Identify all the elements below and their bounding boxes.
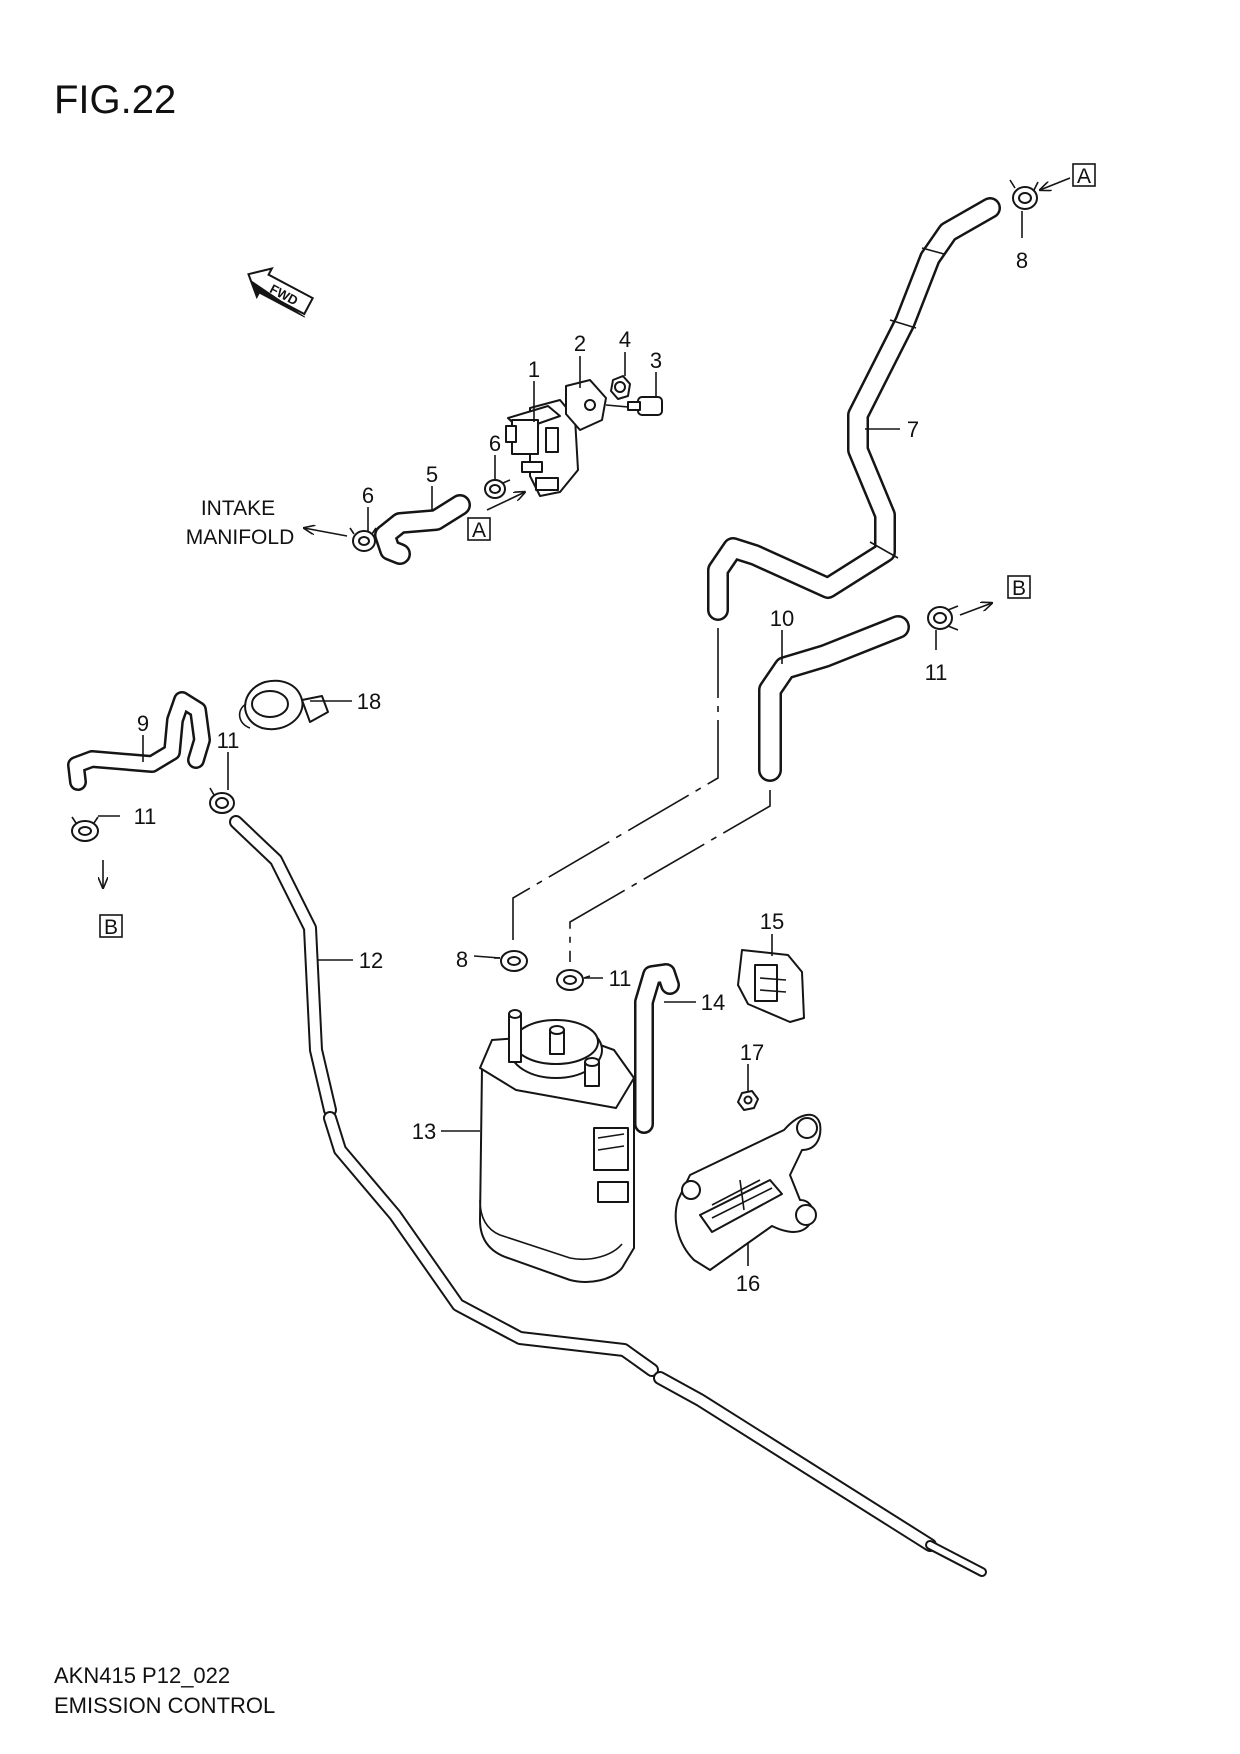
callout-11-canister: 11 (609, 966, 632, 991)
callout-3: 3 (650, 348, 662, 373)
callout-12: 12 (359, 948, 383, 973)
clamp-6-lower (349, 527, 377, 552)
hose-10 (758, 615, 910, 782)
figure-name: EMISSION CONTROL (54, 1693, 275, 1718)
callout-16: 16 (736, 1271, 760, 1296)
callout-2: 2 (574, 331, 586, 356)
connection-line-10 (569, 790, 771, 962)
connection-line-7 (512, 628, 719, 940)
callout-10: 10 (770, 606, 794, 631)
callout-6-upper: 6 (489, 431, 501, 456)
leader-lines (98, 211, 1023, 1266)
callout-14: 14 (701, 990, 725, 1015)
bracket-15 (737, 949, 805, 1023)
valve-bracket (565, 379, 641, 431)
nut-17 (737, 1090, 759, 1111)
intake-label-line1: INTAKE (201, 497, 275, 520)
callout-8-canister: 8 (456, 947, 468, 972)
clamp-8-top (1009, 179, 1039, 210)
ref-box-b-right: B (1007, 575, 1031, 600)
clamp-6-upper (484, 479, 511, 499)
clamp-11-hose12 (209, 787, 235, 814)
svg-text:A: A (1077, 165, 1091, 188)
hose-12 (229, 815, 987, 1577)
evap-canister (479, 1009, 635, 1283)
callout-1: 1 (528, 357, 540, 382)
clamp-8-canister (494, 950, 528, 972)
hose-14 (634, 963, 680, 1134)
arrow-from-a-valve (486, 492, 525, 511)
arrow-to-a-top (1040, 177, 1071, 190)
figure-code: AKN415 P12_022 (54, 1663, 230, 1688)
figure-title: FIG.22 (54, 78, 176, 122)
callout-4: 4 (619, 327, 631, 352)
fwd-arrow-icon: FWD (247, 266, 315, 318)
clamp-11-right (927, 605, 959, 631)
callout-15: 15 (760, 909, 784, 934)
clamp-18 (238, 679, 329, 731)
callout-11-hose12: 11 (217, 728, 240, 753)
arrow-to-b-right (959, 603, 992, 616)
callout-7: 7 (907, 417, 919, 442)
purge-solenoid-valve (505, 399, 579, 497)
callout-9: 9 (137, 711, 149, 736)
callout-17: 17 (740, 1040, 764, 1065)
bolt-3 (627, 396, 663, 416)
clamp-11-canister (556, 969, 591, 991)
callout-11-right: 11 (925, 660, 948, 685)
svg-text:B: B (104, 916, 118, 939)
hose-7 (707, 197, 1001, 621)
hose-9 (67, 691, 211, 791)
callout-6-lower: 6 (362, 483, 374, 508)
arrow-to-intake (304, 528, 348, 537)
svg-text:A: A (472, 519, 486, 542)
intake-label-line2: MANIFOLD (186, 526, 295, 549)
clamp-11-left (71, 816, 99, 842)
svg-text:B: B (1012, 577, 1026, 600)
ref-box-b-left: B (99, 914, 123, 939)
callout-11-left: 11 (134, 804, 157, 829)
callout-13: 13 (412, 1119, 436, 1144)
hose-5 (374, 494, 471, 565)
nut-4 (610, 375, 631, 400)
callout-8-top: 8 (1016, 248, 1028, 273)
callout-5: 5 (426, 462, 438, 487)
ref-box-a-valve: A (467, 517, 491, 542)
ref-box-a-top: A (1072, 163, 1096, 188)
canister-bracket (674, 1114, 822, 1271)
callout-18: 18 (357, 689, 381, 714)
